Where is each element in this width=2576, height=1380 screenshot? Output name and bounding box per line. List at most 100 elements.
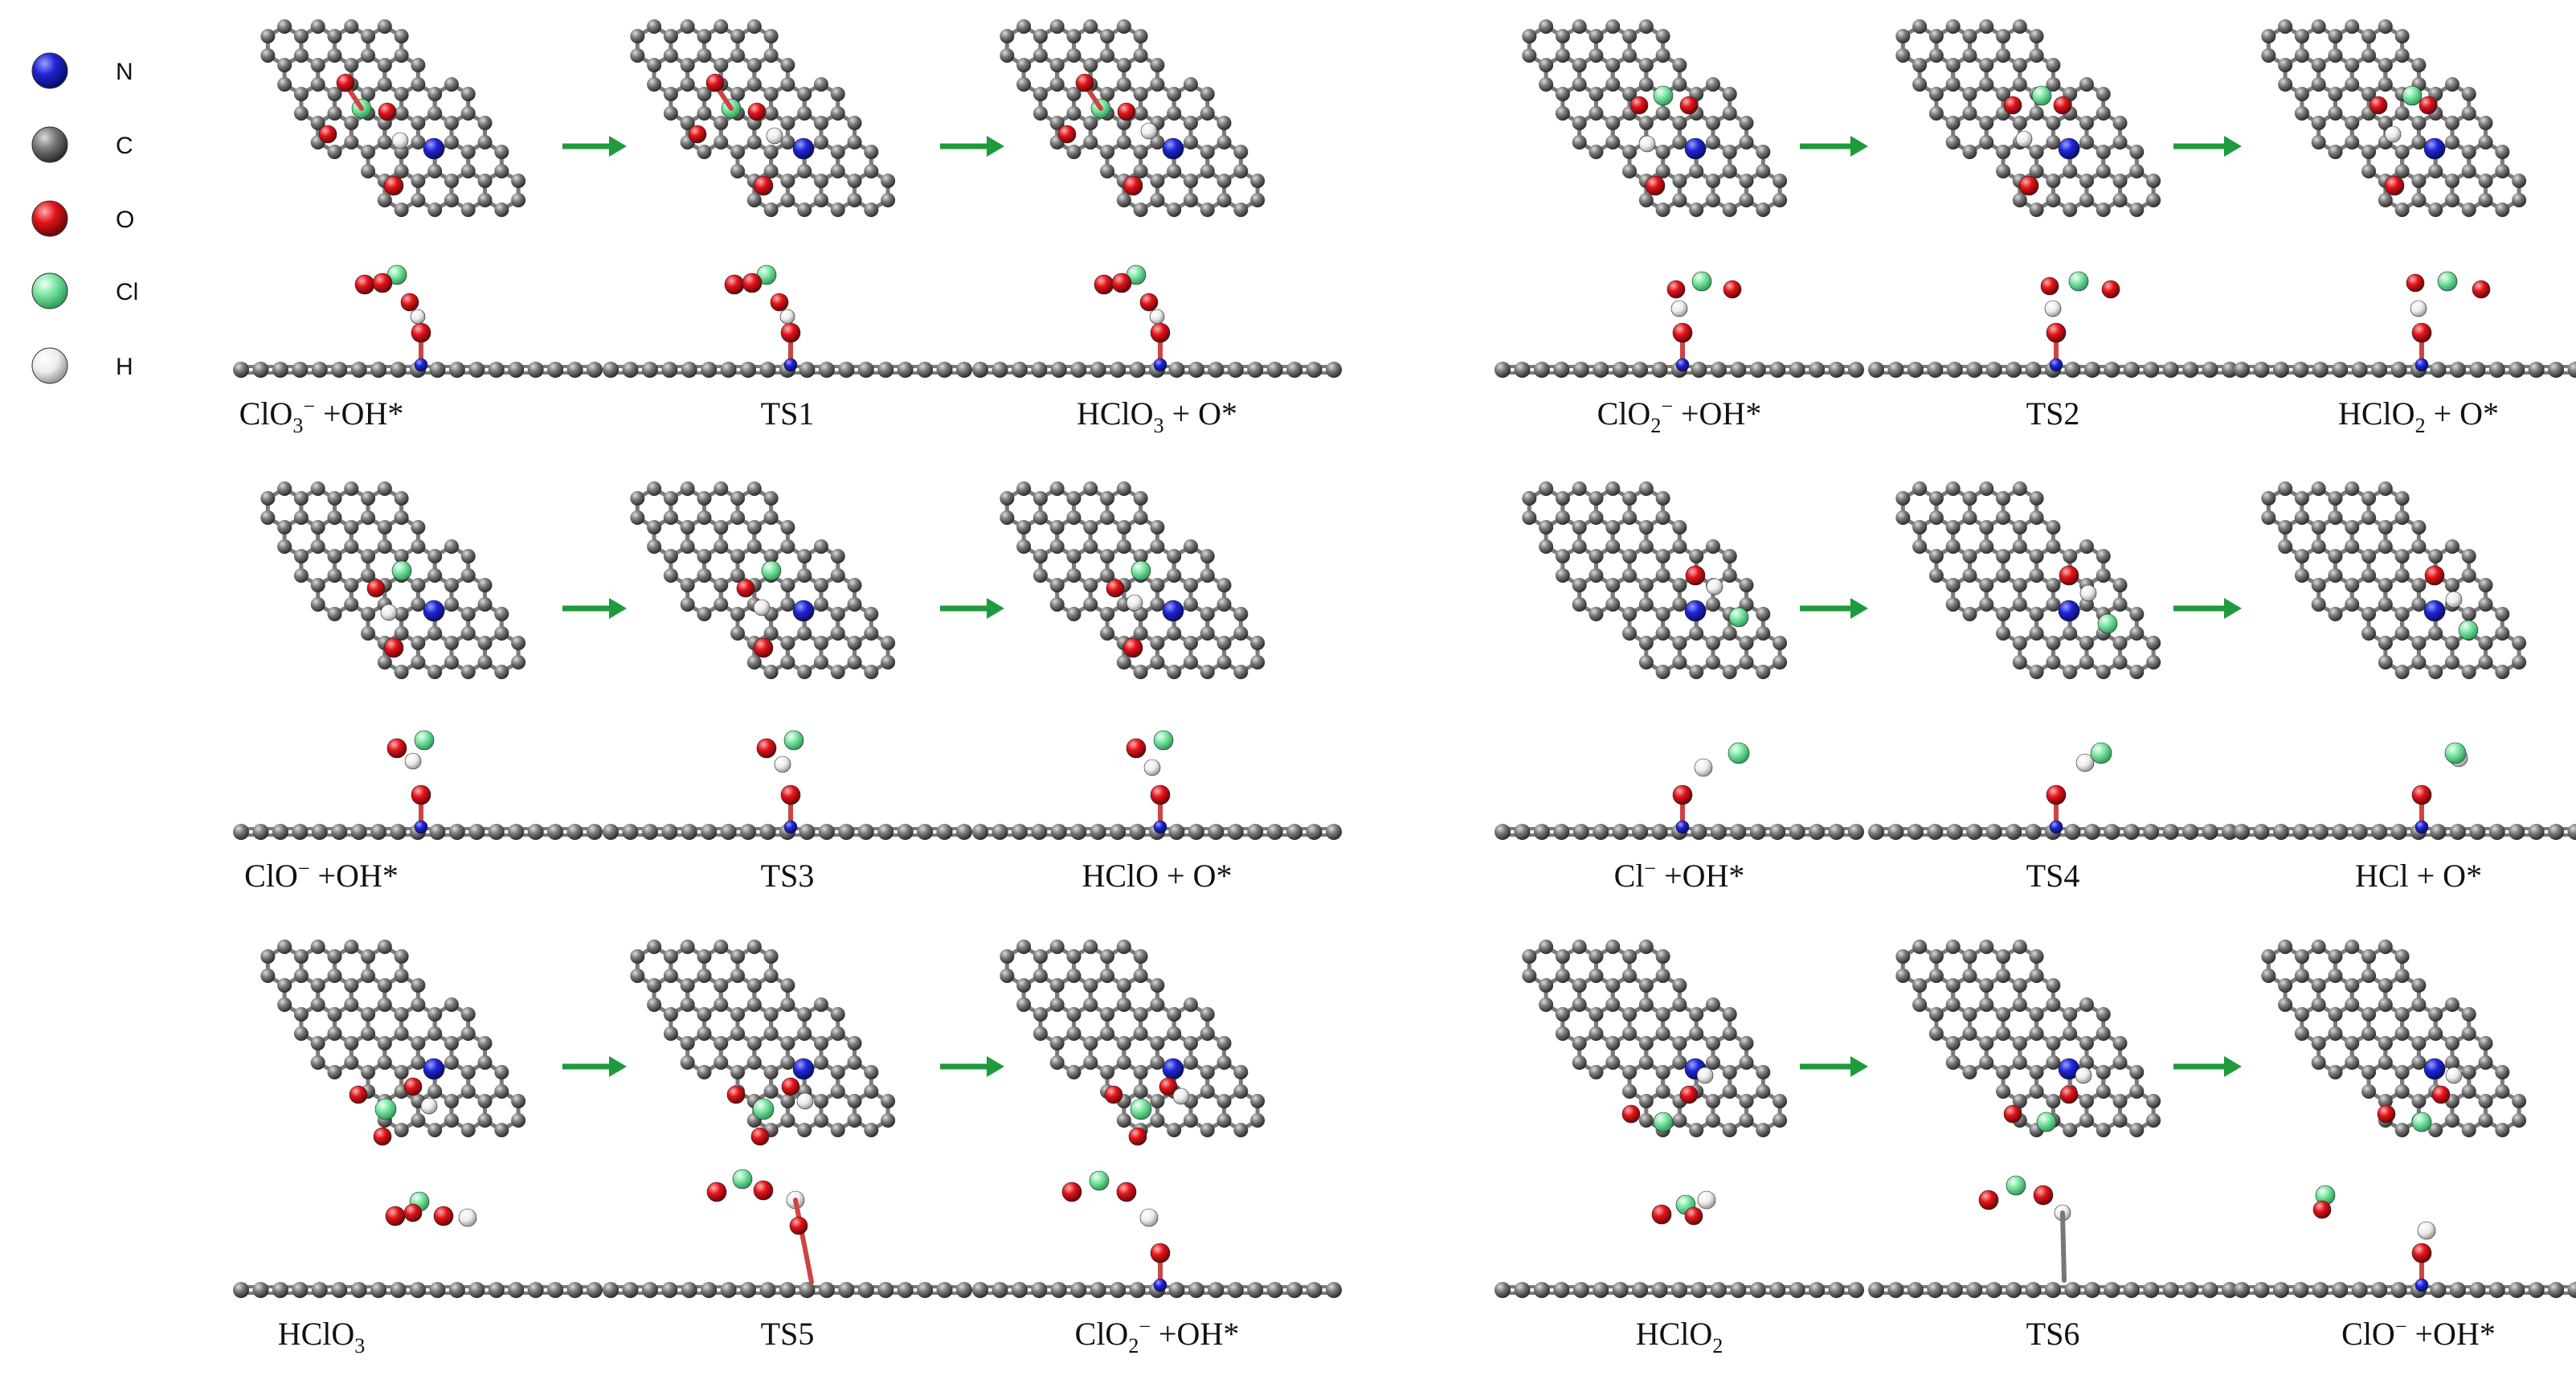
caption-segment: TS5: [761, 1316, 815, 1352]
top-view-structure: [2261, 481, 2527, 679]
top-view-structure: [1895, 19, 2161, 217]
stage-caption: ClO− +OH*: [2341, 1315, 2496, 1352]
caption-segment: HClO: [278, 1316, 355, 1352]
side-view-structure: [1868, 271, 2238, 378]
reaction-arrow-1: [562, 136, 627, 157]
top-view-structure: [1895, 481, 2161, 679]
reaction-arrow-1: [562, 598, 627, 619]
legend-label: C: [116, 133, 133, 159]
stage-r3-right-1: HClO2: [1494, 940, 1864, 1357]
legend-item-chlorine: Cl: [31, 272, 138, 309]
side-view-structure: [1494, 742, 1864, 840]
caption-segment: HClO: [2338, 395, 2415, 432]
stage-caption: TS2: [2026, 395, 2080, 432]
stage-r2-right-1: Cl− +OH*: [1494, 481, 1864, 894]
top-view-structure: [2261, 19, 2527, 217]
stage-caption: ClO2− +OH*: [1597, 395, 1762, 437]
caption-segment: −: [1644, 857, 1656, 880]
caption-segment: +OH*: [1151, 1316, 1239, 1352]
top-view-structure: [1000, 481, 1266, 679]
caption-segment: +OH*: [1673, 395, 1761, 432]
top-view-structure: [1522, 481, 1788, 679]
top-view-structure: [1000, 19, 1266, 217]
reaction-panel-r1-right: ClO2− +OH* TS2 HClO2 + O*: [1494, 19, 2576, 437]
side-view-structure: [233, 730, 603, 840]
top-view-structure: [1895, 940, 2161, 1137]
side-view-structure: [603, 264, 972, 378]
caption-segment: −: [303, 395, 315, 418]
stage-caption: HClO3 + O*: [1077, 395, 1237, 437]
stage-r3-left-2: TS5: [603, 940, 972, 1352]
caption-segment: +OH*: [2407, 1316, 2496, 1352]
reaction-arrow-2: [2173, 136, 2242, 157]
stage-r1-left-1: ClO3− +OH*: [233, 19, 603, 437]
reaction-arrow-2: [2173, 598, 2242, 619]
hydrogen-atom-icon: [31, 347, 68, 384]
reaction-panel-r3-right: HClO2 TS6 ClO− +OH*: [1494, 940, 2576, 1357]
caption-segment: +OH*: [310, 858, 399, 894]
stage-caption: ClO2− +OH*: [1075, 1315, 1240, 1357]
carbon-atom-icon: [31, 126, 68, 163]
caption-segment: HClO: [1077, 395, 1154, 432]
side-view-structure: [1494, 1190, 1864, 1298]
top-view-structure: [1522, 940, 1788, 1137]
stage-r1-right-2: TS2: [1868, 19, 2238, 432]
top-view-structure: [1000, 940, 1266, 1146]
caption-segment: Cl: [1614, 858, 1645, 894]
nitrogen-atom-icon: [31, 52, 68, 89]
caption-segment: + O*: [2426, 395, 2499, 432]
reaction-arrow-1: [1800, 1056, 1868, 1077]
stage-r1-right-3: HClO2 + O*: [2234, 19, 2576, 437]
stage-caption: HClO3: [278, 1316, 366, 1357]
stage-caption: TS5: [761, 1316, 815, 1352]
reaction-arrow-1: [562, 1056, 627, 1077]
legend-item-hydrogen: H: [31, 347, 133, 384]
stage-caption: HClO + O*: [1082, 858, 1232, 894]
legend-item-oxygen: O: [31, 200, 134, 237]
caption-segment: ClO: [244, 858, 298, 894]
caption-segment: ClO: [239, 395, 293, 432]
caption-segment: 2: [2415, 414, 2426, 437]
top-view-structure: [1522, 19, 1788, 217]
stage-caption: TS4: [2026, 858, 2080, 894]
side-view-structure: [233, 264, 603, 378]
reaction-arrow-2: [2173, 1056, 2242, 1077]
caption-segment: HClO: [1636, 1316, 1713, 1352]
atom-legend: N C O ClH: [31, 52, 138, 384]
side-view-structure: [972, 264, 1342, 378]
reaction-arrow-1: [1800, 136, 1868, 157]
chlorine-atom-icon: [31, 272, 68, 309]
reaction-panel-r1-left: ClO3− +OH* TS1 HClO3 + O*: [233, 19, 1342, 437]
caption-segment: +OH*: [1656, 858, 1744, 894]
stage-caption: TS1: [761, 395, 815, 432]
top-view-structure: [260, 19, 526, 217]
legend-label: Cl: [116, 279, 138, 305]
legend-label: N: [116, 59, 133, 85]
stage-r2-right-2: TS4: [1868, 481, 2238, 894]
caption-segment: 2: [1712, 1334, 1723, 1357]
caption-segment: TS6: [2026, 1316, 2080, 1352]
reaction-panel-r2-right: Cl− +OH* TS4 HCl + O*: [1494, 481, 2576, 894]
side-view-structure: [2234, 271, 2576, 378]
caption-segment: 3: [354, 1334, 365, 1357]
legend-item-carbon: C: [31, 126, 133, 163]
stage-r3-left-3: ClO2− +OH*: [972, 940, 1342, 1357]
stage-caption: HClO2: [1636, 1316, 1723, 1357]
caption-segment: 3: [292, 414, 303, 437]
stage-caption: Cl− +OH*: [1614, 857, 1745, 894]
caption-segment: HClO + O*: [1082, 858, 1232, 894]
caption-segment: HCl + O*: [2355, 858, 2482, 894]
caption-segment: TS2: [2026, 395, 2080, 432]
stage-r2-right-3: HCl + O*: [2234, 481, 2576, 894]
caption-segment: 2: [1128, 1334, 1139, 1357]
side-view-structure: [972, 730, 1342, 840]
stage-r2-left-2: TS3: [603, 481, 972, 894]
caption-segment: −: [298, 857, 310, 880]
reaction-panel-r3-left: HClO3 TS5 ClO2− +OH*: [233, 940, 1342, 1357]
reaction-arrow-2: [940, 136, 1004, 157]
side-view-structure: [2234, 1185, 2576, 1298]
reaction-arrow-2: [940, 598, 1004, 619]
stage-r3-right-2: TS6: [1868, 940, 2238, 1352]
